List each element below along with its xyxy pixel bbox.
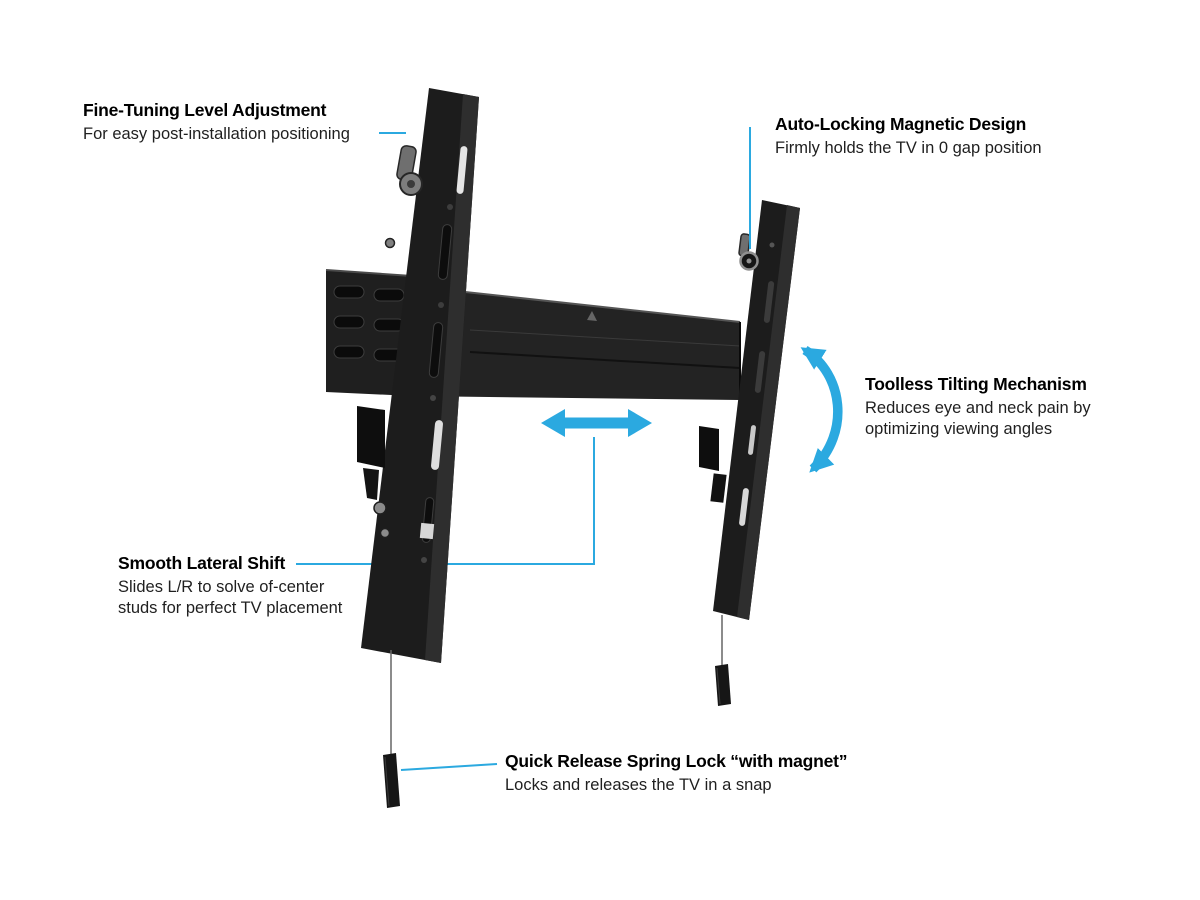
left-lateral-lock-tab [357,406,385,468]
callout-lateral-shift-title: Smooth Lateral Shift [118,553,286,573]
callout-toolless-tilting-description: Reduces eye and neck pain by optimizing … [865,399,1091,439]
plate-center-notch [587,311,597,321]
callout-lateral-shift-description: Slides L/R to solve of-center studs for … [118,578,343,618]
callout-quick-release: Quick Release Spring Lock “with magnet” … [505,751,895,796]
callout-toolless-tilting-title: Toolless Tilting Mechanism [865,374,1087,394]
adjust-screw [379,527,391,539]
left-hook [363,468,379,500]
left-pull-cord [383,650,400,808]
lateral-shift-arrow-icon [541,409,652,437]
left-pull-handle [383,753,400,808]
callout-fine-tuning-title: Fine-Tuning Level Adjustment [83,100,327,120]
callout-fine-tuning: Fine-Tuning Level Adjustment For easy po… [83,100,403,145]
left-tv-bracket [357,88,479,663]
callout-auto-locking-description: Firmly holds the TV in 0 gap position [775,139,1042,157]
callout-auto-locking-title: Auto-Locking Magnetic Design [775,114,1027,134]
callout-fine-tuning-description: For easy post-installation positioning [83,125,350,143]
right-tv-bracket [699,200,800,620]
callout-toolless-tilting: Toolless Tilting Mechanism Reduces eye a… [865,374,1110,441]
release-window [419,522,435,540]
callout-quick-release-description: Locks and releases the TV in a snap [505,776,772,794]
callout-auto-locking: Auto-Locking Magnetic Design Firmly hold… [775,114,1095,159]
adjust-screw [373,501,387,515]
callout-line-quick-release [400,763,498,771]
callout-quick-release-title: Quick Release Spring Lock “with magnet” [505,751,848,771]
right-lateral-lock-tab [699,426,719,471]
wall-bracket-slots [333,285,405,362]
callout-lateral-shift: Smooth Lateral Shift Slides L/R to solve… [118,553,366,620]
wall-bracket [325,269,413,396]
right-hook [710,473,727,503]
tilt-arrow-icon [800,345,843,473]
right-pull-cord [715,615,731,706]
right-bracket-slots [739,242,775,526]
pivot-screw [384,237,396,249]
